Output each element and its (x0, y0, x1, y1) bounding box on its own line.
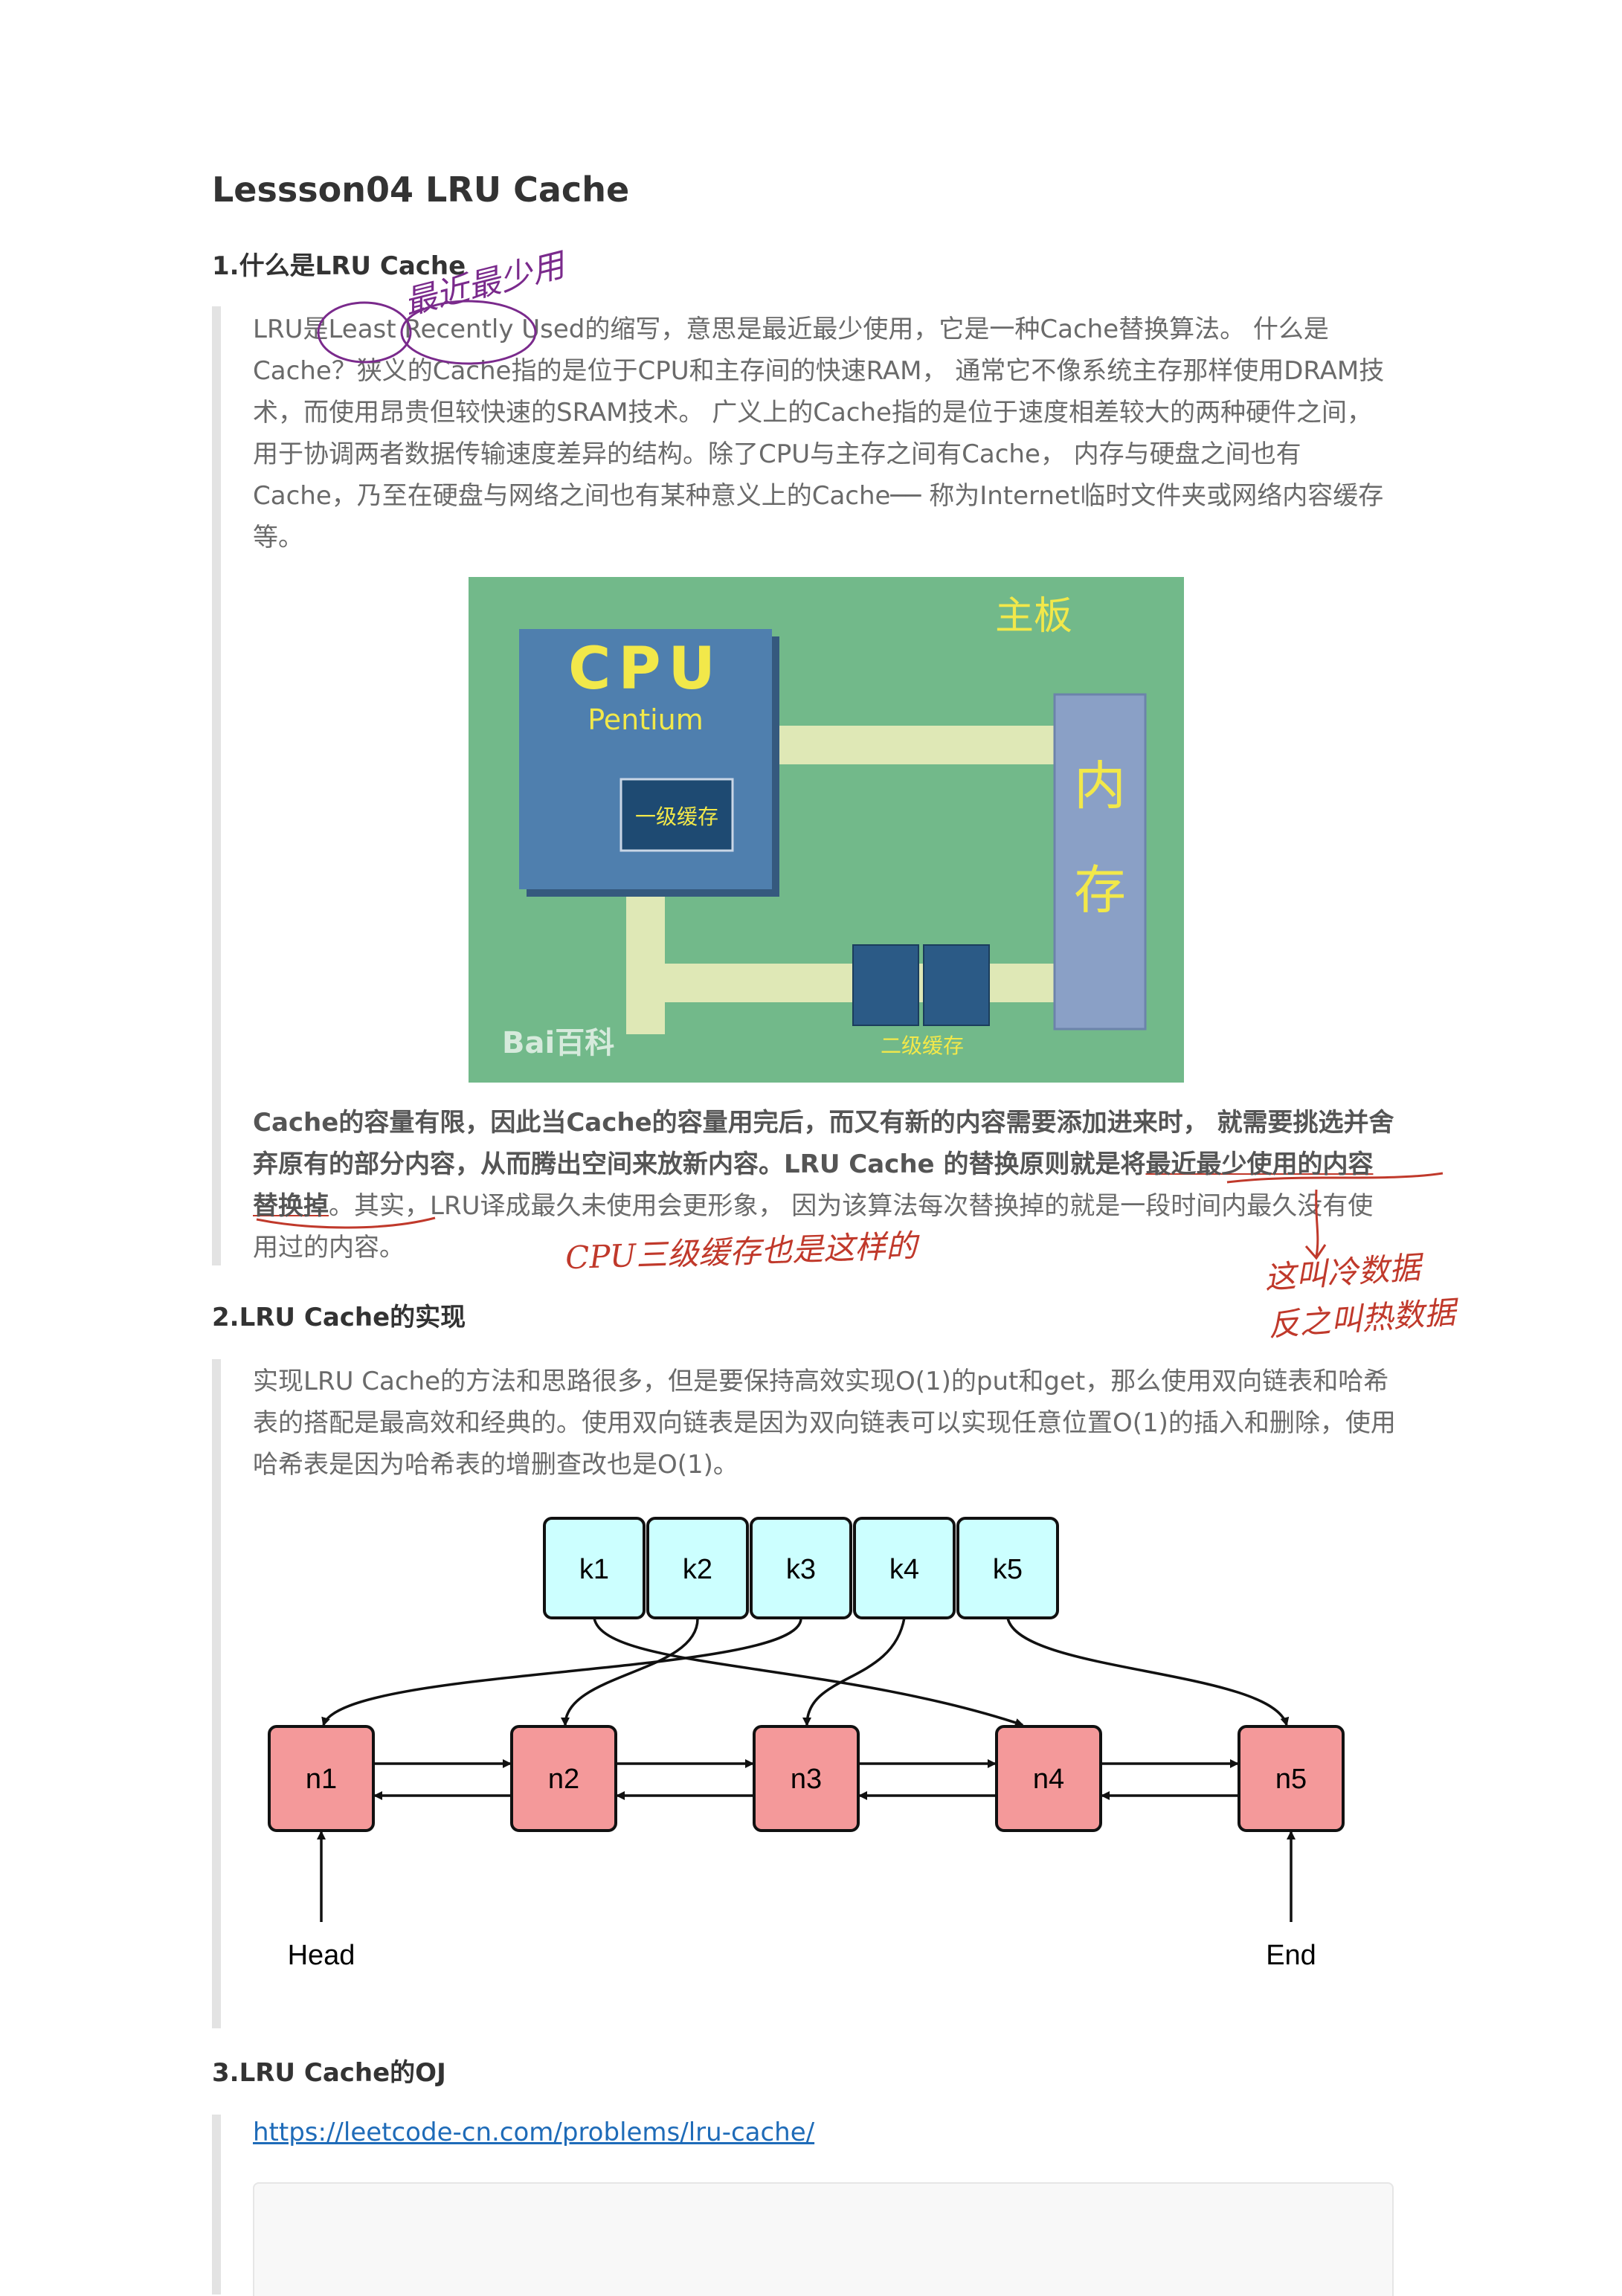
l2-cache-chip-a (852, 944, 919, 1026)
l2-cache-chip-b (923, 944, 990, 1026)
pointer-arrow (1304, 1189, 1327, 1260)
underline-mark-1 (1226, 1172, 1444, 1184)
section-heading-2: 2.LRU Cache的实现 (212, 1303, 466, 1332)
cpu-label: CPU (568, 636, 723, 703)
node-n3: n3 (753, 1725, 860, 1832)
code-block (253, 2182, 1394, 2296)
section1-paragraph-2: Cache的容量有限，因此当Cache的容量用完后，而又有新的内容需要添加进来时… (253, 1102, 1398, 1268)
memory-label-bottom: 存 (1074, 860, 1126, 920)
svg-text:k4: k4 (889, 1554, 919, 1585)
l2-cache-label: 二级缓存 (881, 1033, 964, 1058)
memory-label-top: 内 (1074, 755, 1126, 816)
arrow-k3-n1 (321, 1617, 802, 1726)
svg-text:k2: k2 (683, 1554, 712, 1585)
svg-text:k1: k1 (579, 1554, 609, 1585)
blockquote-3 (212, 2115, 221, 2295)
end-label: End (1266, 1940, 1316, 1971)
l1-cache-box (619, 778, 734, 852)
section2-paragraph: 实现LRU Cache的方法和思路很多，但是要保持高效实现O(1)的put和ge… (253, 1367, 1396, 1480)
lru-structure-diagram: k1 k2 k3 k4 k5 n1 n2 n3 n4 n5 Head End (268, 1517, 1345, 1971)
leetcode-link[interactable]: https://leetcode-cn.com/problems/lru-cac… (253, 2118, 815, 2147)
section-heading-1: 1.什么是LRU Cache (212, 251, 466, 281)
arrow-k2-n2 (561, 1617, 699, 1726)
section-heading-3: 3.LRU Cache的OJ (212, 2058, 446, 2088)
svg-text:n2: n2 (548, 1764, 579, 1795)
node-n5: n5 (1238, 1725, 1345, 1832)
head-label: Head (288, 1940, 355, 1971)
key-k2: k2 (646, 1517, 749, 1619)
svg-text:n3: n3 (791, 1764, 822, 1795)
paragraph-tail: 。其实，LRU译成最久未使用会更形象， 因为该算法每次替换掉的就是一段时间内最久… (253, 1191, 1374, 1263)
svg-text:n5: n5 (1275, 1764, 1307, 1795)
arrow-k1-n4 (593, 1617, 1024, 1727)
section1-paragraph: LRU是Least Recently Used的缩写，意思是最近最少使用，它是一… (253, 315, 1385, 552)
svg-text:k5: k5 (993, 1554, 1023, 1585)
circle-least (317, 301, 412, 364)
arrow-k4-n3 (802, 1617, 906, 1726)
blockquote-1 (212, 306, 221, 1265)
bold-text: Cache的容量有限，因此当Cache的容量用完后，而又有新的内容需要添加进来时… (253, 1108, 1394, 1179)
svg-text:n4: n4 (1033, 1764, 1064, 1795)
cpu-model-label: Pentium (588, 703, 704, 736)
blockquote-2 (212, 1359, 221, 2028)
motherboard-label: 主板 (995, 594, 1072, 639)
page-title: Lessson04 LRU Cache (212, 170, 630, 210)
underline-mark-2 (256, 1216, 436, 1229)
svg-text:n1: n1 (306, 1764, 337, 1795)
arrow-k5-n5 (1006, 1617, 1290, 1726)
bold-underlined-text: 最近最少使用的内容替换掉 (253, 1149, 1374, 1221)
cpu-cache-diagram: 主板 CPU Pentium 一级缓存 二级缓存 内 存 Bai百科 (469, 577, 1184, 1083)
node-n2: n2 (510, 1725, 617, 1832)
node-n4: n4 (995, 1725, 1102, 1832)
bus-top (766, 726, 1078, 764)
baidu-watermark: Bai百科 (502, 1026, 614, 1060)
circle-recently (400, 300, 537, 365)
memory-module (1053, 693, 1147, 1031)
l1-cache-label: 一级缓存 (635, 804, 718, 829)
svg-text:k3: k3 (786, 1554, 816, 1585)
